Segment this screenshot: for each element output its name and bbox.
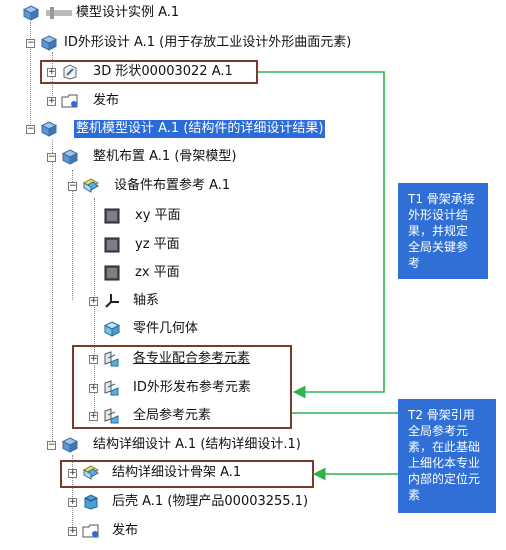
geometric-set-icon: [104, 351, 119, 367]
blurred-text-icon: [46, 7, 72, 19]
tree-node-struct-design[interactable]: 结构详细设计 A.1 (结构详细设计.1): [61, 434, 301, 456]
expand-toggle-id-pub-ref[interactable]: +: [89, 383, 98, 393]
tree-label-yz-plane: yz 平面: [135, 237, 180, 252]
expand-toggle-prof-ref[interactable]: +: [89, 354, 98, 364]
note-t2-text: T2 骨架引用全局参考元素，在此基础上细化本专业内部的定位元素: [408, 408, 481, 502]
tree-label-axis-system: 轴系: [133, 293, 160, 308]
expand-toggle-3d-shape[interactable]: +: [47, 67, 56, 77]
product-icon: [61, 437, 79, 453]
tree-node-publish-2[interactable]: 发布: [82, 520, 138, 542]
tree-node-root[interactable]: 模型设计实例 A.1: [22, 2, 179, 24]
tree-label-struct-design: 结构详细设计 A.1 (结构详细设计.1): [93, 437, 301, 452]
tree-node-equip-ref[interactable]: 设备件布置参考 A.1: [82, 175, 230, 197]
tree-label-id-pub-ref: ID外形发布参考元素: [133, 380, 251, 395]
part-icon: [84, 494, 98, 510]
tree-label-assembly: 整机模型设计 A.1 (结构件的详细设计结果): [74, 120, 326, 138]
tree-node-yz-plane[interactable]: yz 平面: [103, 234, 180, 256]
tree-label-rear-shell: 后壳 A.1 (物理产品00003255.1): [112, 494, 309, 509]
note-t1-text: T1 骨架承接外形设计结果，并规定全局关键参考: [408, 192, 475, 270]
tree-node-xy-plane[interactable]: xy 平面: [103, 205, 181, 227]
expand-toggle-publish-1[interactable]: +: [47, 96, 56, 106]
tree-node-axis-system[interactable]: 轴系: [103, 290, 159, 312]
skeleton-part-icon: [82, 178, 100, 193]
product-icon: [61, 149, 79, 165]
tree-label-publish-2: 发布: [112, 523, 139, 538]
publication-folder-icon: [61, 94, 78, 108]
expand-toggle-rear-shell[interactable]: +: [68, 497, 77, 507]
tree-node-zx-plane[interactable]: zx 平面: [103, 262, 180, 284]
tree-node-id-pub-ref[interactable]: ID外形发布参考元素: [103, 377, 251, 399]
collapse-toggle-equip-ref[interactable]: −: [68, 181, 77, 191]
axis-system-icon: [105, 294, 119, 308]
tree-label-struct-skeleton: 结构详细设计骨架 A.1: [112, 465, 242, 480]
skeleton-part-icon: [82, 465, 100, 480]
collapse-toggle-assembly[interactable]: −: [26, 124, 35, 134]
tree-node-prof-ref[interactable]: 各专业配合参考元素: [103, 348, 250, 370]
tree-label-part-geometry: 零件几何体: [133, 321, 199, 336]
tree-label-layout: 整机布置 A.1 (骨架模型): [93, 149, 237, 164]
tree-node-struct-skeleton[interactable]: 结构详细设计骨架 A.1: [82, 462, 241, 484]
note-t2: T2 骨架引用全局参考元素，在此基础上细化本专业内部的定位元素: [398, 399, 496, 513]
part-body-icon: [103, 321, 121, 337]
tree-node-publish-1[interactable]: 发布: [61, 90, 119, 112]
tree-node-part-geometry[interactable]: 零件几何体: [103, 318, 198, 340]
shape-icon: [63, 64, 77, 80]
collapse-toggle-layout[interactable]: −: [47, 152, 56, 162]
tree-label-equip-ref: 设备件布置参考 A.1: [114, 178, 231, 193]
tree-label-xy-plane: xy 平面: [135, 208, 181, 223]
geometric-set-icon: [104, 380, 119, 396]
plane-icon: [104, 237, 120, 253]
tree-node-3d-shape[interactable]: 3D 形状00003022 A.1: [61, 61, 233, 83]
tree-node-id-design[interactable]: ID外形设计 A.1 (用于存放工业设计外形曲面元素): [40, 32, 351, 54]
expand-toggle-publish-2[interactable]: +: [68, 526, 77, 536]
collapse-toggle-id-design[interactable]: −: [26, 38, 35, 48]
expand-toggle-axis[interactable]: +: [89, 296, 98, 306]
collapse-toggle-struct-design[interactable]: −: [47, 440, 56, 450]
tree-node-global-ref[interactable]: 全局参考元素: [103, 405, 211, 427]
tree-node-rear-shell[interactable]: 后壳 A.1 (物理产品00003255.1): [82, 491, 308, 513]
tree-label-3d-shape: 3D 形状00003022 A.1: [93, 64, 233, 79]
tree-label-zx-plane: zx 平面: [135, 265, 180, 280]
plane-icon: [104, 265, 120, 281]
plane-icon: [104, 208, 120, 224]
tree-node-layout[interactable]: 整机布置 A.1 (骨架模型): [61, 146, 236, 168]
note-t1: T1 骨架承接外形设计结果，并规定全局关键参考: [398, 183, 488, 279]
product-icon: [40, 35, 58, 51]
tree-label-prof-ref: 各专业配合参考元素: [133, 351, 251, 366]
product-icon: [22, 5, 40, 21]
tree-label-root: 模型设计实例 A.1: [76, 5, 180, 20]
publication-folder-icon: [82, 524, 99, 538]
geometric-set-icon: [104, 408, 119, 424]
highlight-frame-3d-shape: [40, 60, 258, 84]
tree-label-publish-1: 发布: [93, 93, 120, 108]
expand-toggle-struct-skel[interactable]: +: [68, 468, 77, 478]
tree-label-id-design: ID外形设计 A.1 (用于存放工业设计外形曲面元素): [64, 35, 352, 50]
tree-node-assembly[interactable]: 整机模型设计 A.1 (结构件的详细设计结果): [40, 118, 326, 140]
expand-toggle-global-ref[interactable]: +: [89, 411, 98, 421]
product-icon: [40, 121, 58, 137]
tree-label-global-ref: 全局参考元素: [133, 408, 212, 423]
